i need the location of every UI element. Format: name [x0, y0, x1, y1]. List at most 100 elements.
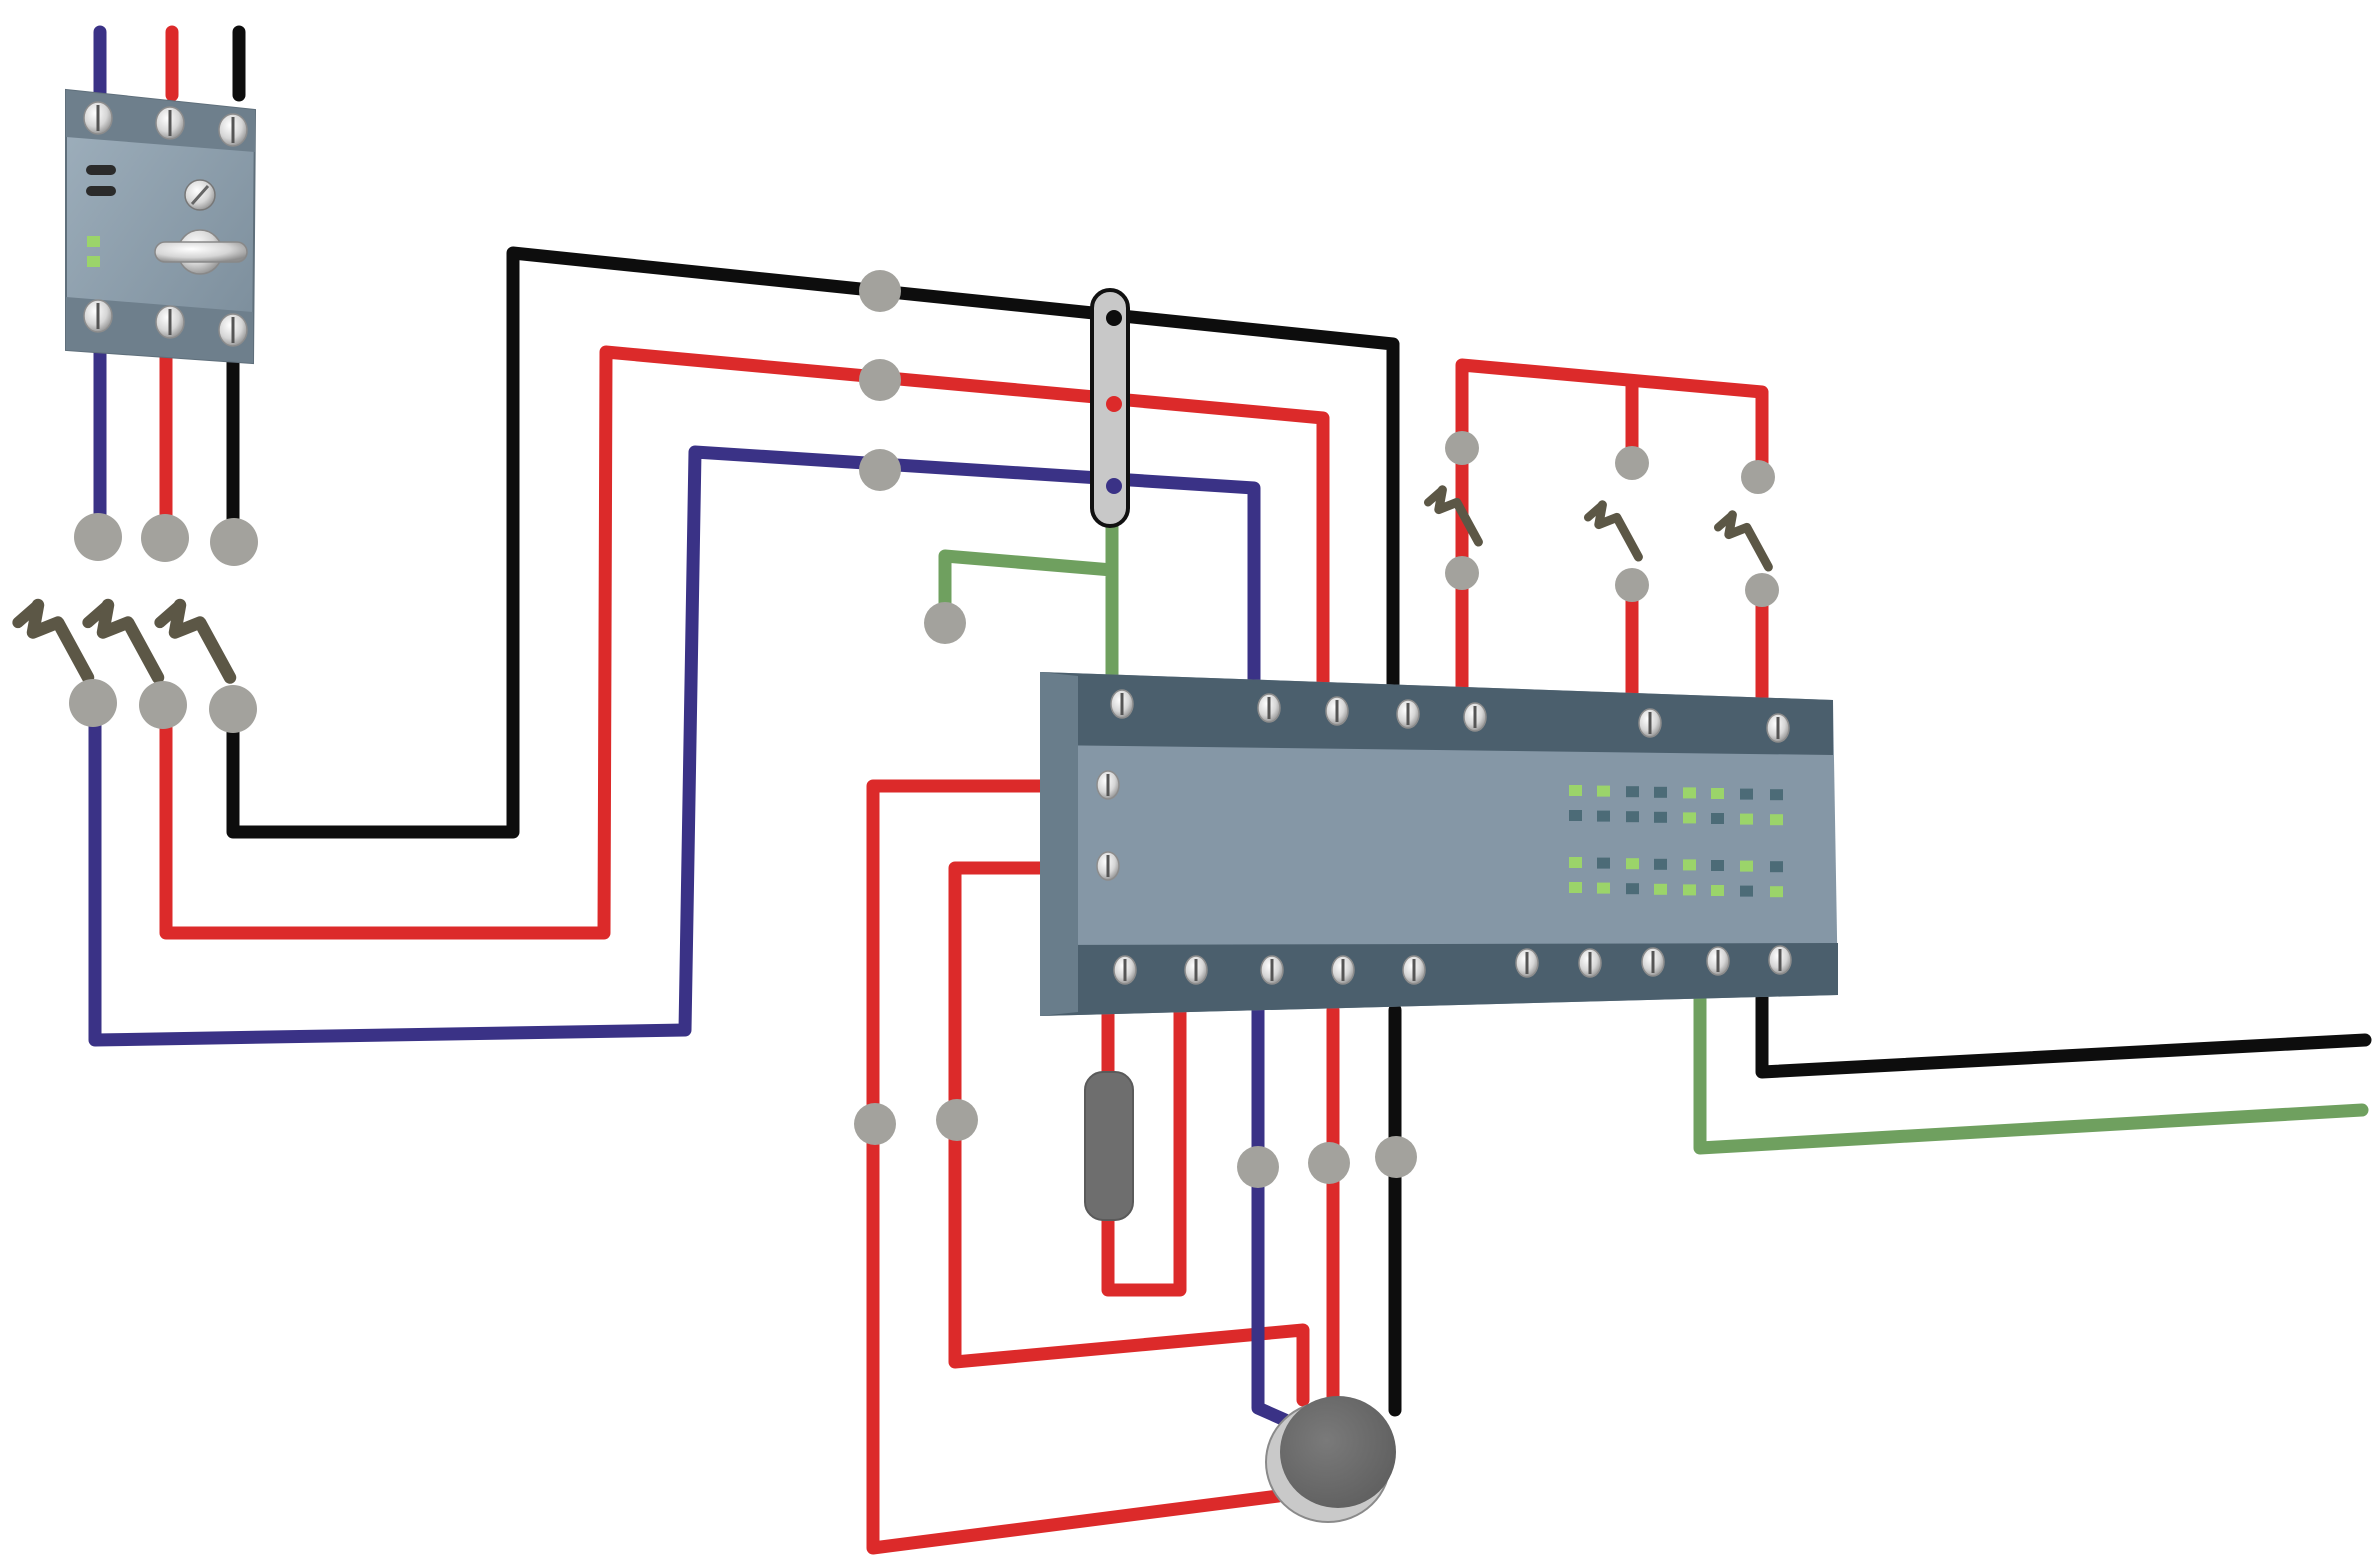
screw-icon — [1638, 708, 1662, 738]
terminal-node — [859, 449, 901, 491]
led-indicator — [1770, 789, 1783, 801]
terminal-node — [1445, 431, 1479, 465]
terminal-node — [854, 1103, 896, 1145]
controller-top-band — [1040, 672, 1833, 755]
controller-leds — [1569, 785, 1783, 898]
switch-blade-icon — [82, 598, 165, 684]
led-indicator — [1740, 885, 1753, 897]
terminal-node — [924, 602, 966, 644]
bus-bar-connector — [1090, 288, 1130, 528]
terminal-node — [859, 359, 901, 401]
breaker-screws — [83, 101, 248, 347]
terminal-node — [1745, 573, 1779, 607]
led-indicator — [1683, 812, 1696, 824]
screw-icon — [1396, 699, 1420, 729]
main-switches — [12, 598, 237, 684]
screw-icon — [1260, 955, 1284, 985]
wire-blue-main — [88, 445, 1261, 1047]
terminal-node — [1615, 568, 1649, 602]
screw-icon — [83, 299, 113, 333]
led-indicator — [1654, 811, 1667, 823]
terminals — [69, 270, 1779, 1188]
led-indicator — [1569, 810, 1582, 821]
switch-blade-icon — [154, 598, 237, 684]
led-indicator — [1569, 882, 1582, 893]
screw-icon — [155, 106, 185, 140]
switch-blade-icon — [12, 598, 95, 684]
wire-green-output — [1693, 988, 2369, 1155]
terminal-node — [141, 514, 189, 562]
screw-icon — [1641, 947, 1665, 977]
led-indicator — [1626, 858, 1639, 870]
screw-icon — [1706, 946, 1730, 976]
led-indicator — [1740, 813, 1753, 825]
screw-icon — [1768, 945, 1792, 975]
led-indicator — [1770, 886, 1783, 898]
wire-blue-motor — [1251, 1003, 1292, 1427]
controller-bottom-band — [1040, 943, 1838, 1016]
led-indicator — [1654, 786, 1667, 798]
led-indicator — [1711, 788, 1724, 799]
screw-icon — [155, 305, 185, 339]
switch-blade-icon — [1583, 500, 1643, 562]
terminal-node — [69, 679, 117, 727]
screw-icon — [1096, 851, 1120, 881]
switch-blade-icon — [1423, 485, 1483, 547]
screw-icon — [218, 113, 248, 147]
screw-icon — [83, 101, 113, 135]
screw-icon — [1515, 948, 1539, 978]
terminal-node — [209, 685, 257, 733]
led-indicator — [1626, 786, 1639, 798]
led-indicator — [1770, 861, 1783, 873]
screw-icon — [1766, 713, 1790, 743]
terminal-node — [210, 518, 258, 566]
led-indicator — [1654, 858, 1667, 870]
circuit-breaker — [65, 88, 257, 365]
controller-side — [1040, 672, 1078, 1016]
led-indicator — [1626, 883, 1639, 895]
terminal-node — [1445, 556, 1479, 590]
led-indicator — [1597, 810, 1610, 822]
screw-icon — [1463, 702, 1487, 732]
terminal-node — [859, 270, 901, 312]
terminal-node — [1237, 1146, 1279, 1188]
controller-module — [1040, 672, 1838, 1016]
led-indicator — [1597, 882, 1610, 894]
led-indicator — [1683, 884, 1696, 896]
led-indicator — [1654, 883, 1667, 895]
terminal-node — [1615, 446, 1649, 480]
resistor-body — [1084, 1071, 1134, 1221]
screw-icon — [1113, 955, 1137, 985]
led-indicator — [1597, 785, 1610, 797]
terminal-node — [936, 1099, 978, 1141]
terminal-node — [1308, 1142, 1350, 1184]
switch-blade-icon — [1713, 510, 1773, 572]
screw-icon — [1331, 955, 1355, 985]
motor-face — [1280, 1396, 1396, 1508]
terminal-node — [1741, 460, 1775, 494]
led-indicator — [1711, 885, 1724, 896]
led-indicator — [1569, 857, 1582, 868]
small-switches — [1423, 485, 1773, 572]
screw-icon — [1402, 955, 1426, 985]
screw-icon — [1110, 689, 1134, 719]
resistor — [1084, 1071, 1134, 1221]
screw-icon — [1325, 696, 1349, 726]
wire-green-ground — [938, 549, 1119, 697]
motor — [1265, 1396, 1396, 1523]
terminal-node — [74, 513, 122, 561]
terminal-node — [139, 681, 187, 729]
breaker-knob — [154, 179, 248, 275]
led-indicator — [1711, 860, 1724, 871]
led-indicator — [1740, 788, 1753, 800]
led-indicator — [1597, 857, 1610, 869]
led-indicator — [1569, 785, 1582, 796]
wire-black-main — [226, 246, 1400, 839]
screw-icon — [1096, 770, 1120, 800]
screw-icon — [218, 313, 248, 347]
led-indicator — [1711, 813, 1724, 824]
wire-black-output — [1755, 988, 2372, 1079]
screw-icon — [1184, 955, 1208, 985]
